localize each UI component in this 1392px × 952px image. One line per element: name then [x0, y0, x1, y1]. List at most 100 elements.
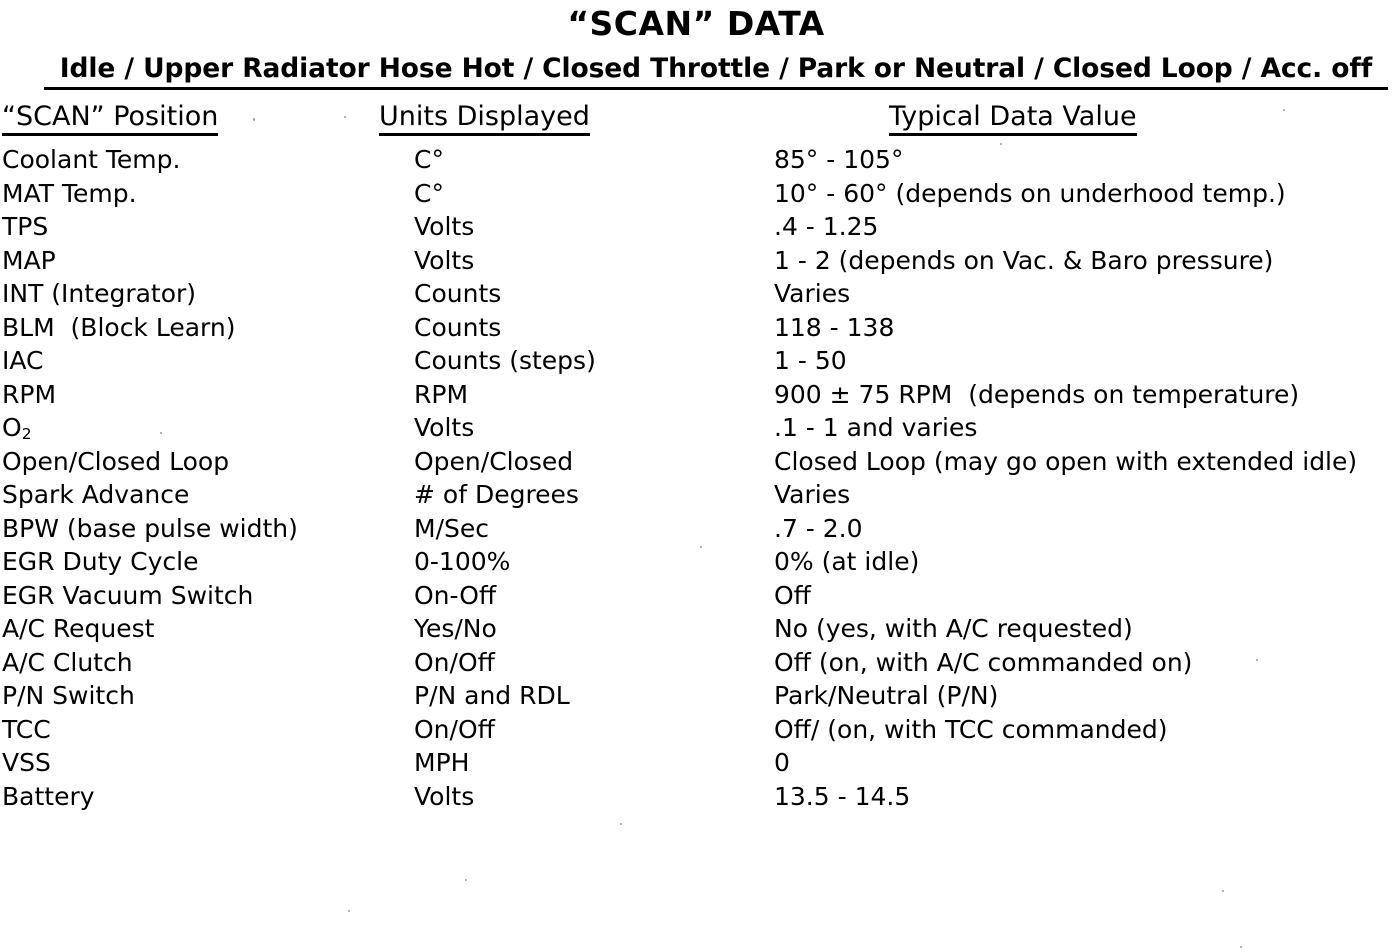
cell-units-displayed: C°	[414, 178, 444, 208]
scan-speckle	[160, 432, 162, 434]
table-row: Coolant Temp. C° 85° - 105°	[0, 144, 1392, 178]
cell-units-displayed: Volts	[414, 245, 475, 275]
cell-units-displayed: Volts	[414, 212, 475, 241]
cell-scan-position: BLM (Block Learn)	[2, 312, 236, 342]
cell-units-displayed: MPH	[414, 748, 470, 777]
cell-units-displayed: RPM	[414, 379, 469, 409]
cell-typical-data-value: .1 - 1 and varies	[774, 413, 978, 442]
page-title: “SCAN” DATA	[567, 4, 825, 43]
cell-typical-data-value: Varies	[774, 279, 851, 308]
cell-scan-position: IAC	[2, 346, 44, 375]
scan-data-table-body: Coolant Temp. C° 85° - 105° MAT Temp. C° 10° …	[0, 144, 1392, 814]
cell-units-displayed: Counts (steps)	[414, 346, 596, 375]
cell-typical-data-value: 0% (at idle)	[774, 547, 920, 576]
cell-units-displayed: Counts	[414, 312, 502, 342]
cell-typical-data-value: No (yes, with A/C requested)	[774, 614, 1133, 643]
cell-scan-position: Spark Advance	[2, 480, 190, 509]
cell-typical-data-value: Off (on, with A/C commanded on)	[774, 647, 1193, 677]
scan-speckle	[465, 879, 467, 881]
table-row: INT (Integrator) Counts Varies	[0, 278, 1392, 312]
column-header-typical-data-value: Typical Data Value	[889, 100, 1137, 136]
table-row: BPW (base pulse width) M/Sec .7 - 2.0	[0, 513, 1392, 547]
subscript: 2	[21, 425, 32, 444]
scan-speckle	[253, 118, 255, 121]
table-row: Open/Closed Loop Open/Closed Closed Loop (…	[0, 446, 1392, 480]
cell-scan-position: INT (Integrator)	[2, 279, 197, 308]
cell-scan-position: BPW (base pulse width)	[2, 513, 298, 543]
table-row: MAT Temp. C° 10° - 60° (depends on underho…	[0, 178, 1392, 212]
cell-typical-data-value: 10° - 60° (depends on underhood temp.)	[774, 178, 1286, 208]
cell-scan-position: A/C Request	[2, 614, 155, 643]
cell-typical-data-value: 0	[774, 748, 790, 777]
cell-typical-data-value: .7 - 2.0	[774, 513, 863, 543]
scan-speckle	[1240, 946, 1242, 948]
cell-typical-data-value: Closed Loop (may go open with extended i…	[774, 446, 1358, 476]
cell-typical-data-value: .4 - 1.25	[774, 212, 879, 241]
cell-scan-position: O2	[2, 413, 32, 444]
table-column-headers: “SCAN” Position Units Displayed Typical …	[0, 100, 1392, 140]
table-row: BLM (Block Learn) Counts 118 - 138	[0, 312, 1392, 346]
cell-units-displayed: Counts	[414, 279, 502, 308]
cell-units-displayed: On/Off	[414, 647, 495, 677]
scan-speckle	[348, 910, 350, 912]
table-row: EGR Vacuum Switch On-Off Off	[0, 580, 1392, 614]
cell-scan-position: EGR Duty Cycle	[2, 547, 199, 576]
cell-scan-position: Coolant Temp.	[2, 145, 181, 174]
table-row: EGR Duty Cycle 0-100% 0% (at idle)	[0, 546, 1392, 580]
cell-typical-data-value: 118 - 138	[774, 312, 895, 342]
page-subtitle-conditions: Idle / Upper Radiator Hose Hot / Closed …	[44, 52, 1388, 90]
table-row: TCC On/Off Off/ (on, with TCC commanded)	[0, 714, 1392, 748]
cell-typical-data-value: Varies	[774, 480, 851, 509]
column-header-units-displayed: Units Displayed	[379, 100, 590, 136]
table-row: TPS Volts .4 - 1.25	[0, 211, 1392, 245]
cell-units-displayed: C°	[414, 145, 444, 174]
cell-typical-data-value: Off/ (on, with TCC commanded)	[774, 714, 1168, 744]
cell-units-displayed: Volts	[414, 413, 475, 442]
cell-scan-position: RPM	[2, 379, 57, 409]
column-header-scan-position: “SCAN” Position	[2, 100, 219, 136]
cell-scan-position: VSS	[2, 748, 51, 777]
table-row: P/N Switch P/N and RDL Park/Neutral (P/N)	[0, 680, 1392, 714]
table-row: MAP Volts 1 - 2 (depends on Vac. & Baro pr…	[0, 245, 1392, 279]
scan-speckle	[1222, 890, 1224, 892]
cell-units-displayed: P/N and RDL	[414, 681, 570, 710]
cell-typical-data-value: Off	[774, 580, 811, 610]
cell-typical-data-value: 900 ± 75 RPM (depends on temperature)	[774, 379, 1300, 409]
cell-scan-position: TCC	[2, 714, 51, 744]
cell-units-displayed: # of Degrees	[414, 480, 579, 509]
table-row: A/C Request Yes/No No (yes, with A/C reque…	[0, 613, 1392, 647]
table-row: A/C Clutch On/Off Off (on, with A/C comman…	[0, 647, 1392, 681]
cell-typical-data-value: 85° - 105°	[774, 145, 904, 174]
cell-scan-position: Open/Closed Loop	[2, 446, 230, 476]
cell-typical-data-value: Park/Neutral (P/N)	[774, 681, 999, 710]
cell-scan-position: MAT Temp.	[2, 178, 137, 208]
cell-scan-position: EGR Vacuum Switch	[2, 580, 254, 610]
cell-scan-position: A/C Clutch	[2, 647, 133, 677]
scan-speckle	[1256, 659, 1258, 661]
table-row: VSS MPH 0	[0, 747, 1392, 781]
cell-units-displayed: M/Sec	[414, 513, 489, 543]
scan-speckle	[620, 823, 622, 825]
cell-units-displayed: Volts	[414, 781, 475, 811]
cell-typical-data-value: 1 - 50	[774, 346, 847, 375]
cell-units-displayed: Open/Closed	[414, 446, 574, 476]
cell-units-displayed: Yes/No	[414, 614, 497, 643]
cell-scan-position: Battery	[2, 781, 95, 811]
cell-typical-data-value: 13.5 - 14.5	[774, 781, 911, 811]
scan-speckle	[344, 116, 346, 118]
table-row: RPM RPM 900 ± 75 RPM (depends on temperatu…	[0, 379, 1392, 413]
cell-units-displayed: On-Off	[414, 580, 497, 610]
cell-scan-position: MAP	[2, 245, 56, 275]
scan-speckle	[1283, 109, 1285, 111]
table-row: O2 Volts .1 - 1 and varies	[0, 412, 1392, 446]
cell-units-displayed: 0-100%	[414, 547, 511, 576]
table-row: Battery Volts 13.5 - 14.5	[0, 781, 1392, 815]
cell-scan-position: P/N Switch	[2, 681, 135, 710]
table-row: Spark Advance # of Degrees Varies	[0, 479, 1392, 513]
cell-typical-data-value: 1 - 2 (depends on Vac. & Baro pressure)	[774, 245, 1274, 275]
scan-speckle	[700, 546, 702, 548]
cell-scan-position: TPS	[2, 212, 49, 241]
scan-speckle	[1000, 143, 1002, 145]
cell-units-displayed: On/Off	[414, 714, 495, 744]
